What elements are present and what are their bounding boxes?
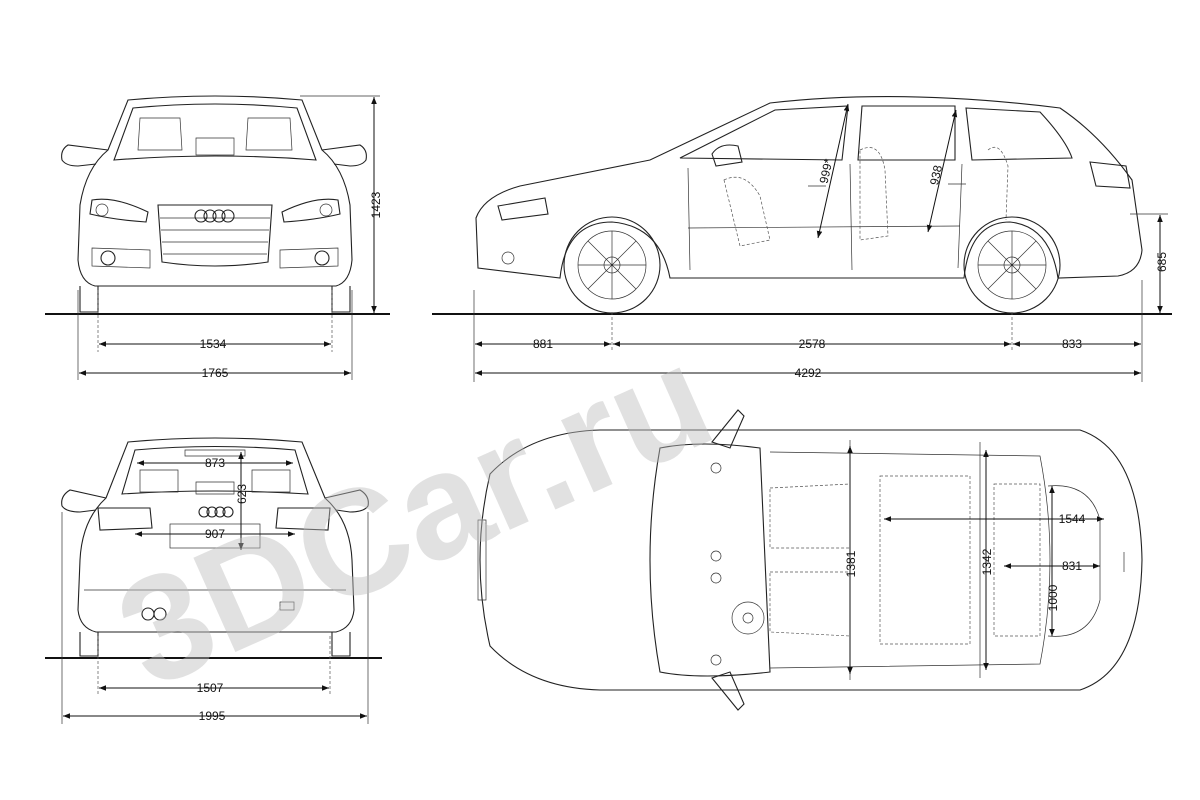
rear-opening-width-label: 907 — [205, 527, 225, 541]
wheelbase-label: 2578 — [799, 337, 826, 351]
rear-opening-height-label: 623 — [235, 484, 249, 504]
top-view: 1544 1381 1342 831 1000 — [477, 409, 1143, 711]
front-track-label: 1534 — [200, 337, 227, 351]
front-height-label: 1423 — [369, 191, 383, 218]
boot-width-label: 1544 — [1059, 512, 1086, 526]
rear-overhang-label: 833 — [1062, 337, 1082, 351]
front-elbow-label: 1381 — [844, 550, 858, 577]
front-headroom-label: 999* — [817, 157, 836, 184]
rear-width-label: 1995 — [199, 709, 226, 723]
side-view: 999* 938 685 881 2578 833 4292 — [432, 96, 1172, 382]
rear-view: 873 623 907 1507 1995 — [45, 437, 382, 724]
rear-headroom-label: 938 — [927, 164, 945, 187]
rear-inner-width-label: 873 — [205, 456, 225, 470]
front-width-label: 1765 — [202, 366, 229, 380]
rear-elbow-label: 1342 — [980, 548, 994, 575]
front-view: 1423 1534 1765 — [45, 95, 390, 380]
boot-length-label: 831 — [1062, 559, 1082, 573]
boot-width-min-label: 1000 — [1046, 584, 1060, 611]
load-sill-label: 685 — [1155, 252, 1169, 272]
front-overhang-label: 881 — [533, 337, 553, 351]
rear-track-label: 1507 — [197, 681, 224, 695]
length-label: 4292 — [795, 366, 822, 380]
